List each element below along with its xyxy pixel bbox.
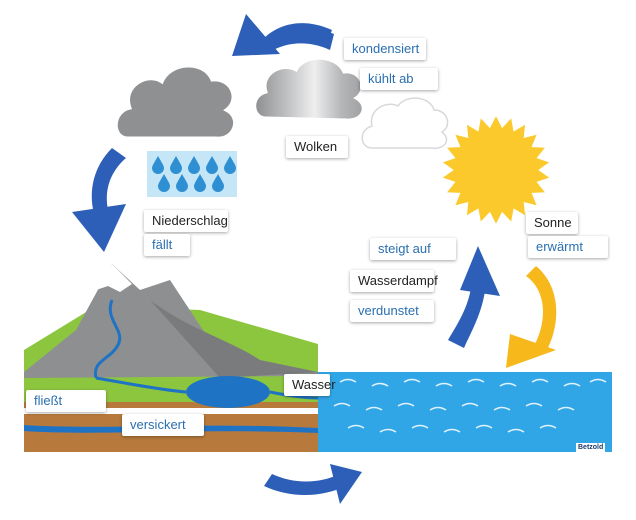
label-niederschlag: Niederschlag <box>144 210 228 232</box>
label-faellt: fällt <box>144 234 190 256</box>
label-wolken: Wolken <box>286 136 348 158</box>
metallic-cloud <box>253 56 365 122</box>
label-steigt-auf: steigt auf <box>370 238 456 260</box>
label-fliesst: fließt <box>26 390 106 412</box>
dark-cloud <box>114 64 237 140</box>
label-wasser: Wasser <box>284 374 336 396</box>
arrow-rising <box>448 246 500 348</box>
label-verdunstet: verdunstet <box>350 300 434 322</box>
rain-card <box>145 149 239 199</box>
arrow-sun-down <box>506 266 557 368</box>
label-kondensiert: kondensiert <box>344 38 426 60</box>
brand-logo: Betzold <box>576 443 606 452</box>
arrow-left-down <box>72 148 126 252</box>
landscape-panel <box>24 264 319 452</box>
label-versickert: versickert <box>122 414 204 436</box>
white-cloud <box>361 97 449 149</box>
arrow-bottom <box>264 464 362 504</box>
sea-panel <box>318 372 612 452</box>
sun <box>438 111 554 229</box>
label-sonne: Sonne <box>526 212 578 234</box>
arrow-top-left <box>232 14 334 56</box>
label-wasserdampf: Wasserdampf <box>350 270 438 292</box>
label-kuehlt-ab: kühlt ab <box>360 68 438 90</box>
label-erwaermt: erwärmt <box>528 236 608 258</box>
